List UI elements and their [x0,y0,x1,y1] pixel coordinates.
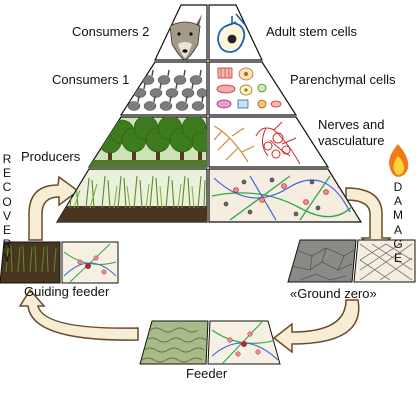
pyramid-level-1 [155,5,262,60]
label-recovery-letter-1: E [1,166,13,180]
feeder-slab [140,321,280,364]
label-feeder: Feeder [186,366,227,381]
label-consumers-2: Consumers 2 [72,24,149,39]
label-nerves-and-vasculature: Nerves and vasculature [318,117,408,149]
pyramid-level-3 [89,116,328,167]
label-producers: Producers [21,149,80,164]
label-damage-letter-3: A [392,223,404,237]
label-recovery-letter-2: C [1,180,13,194]
pyramid-level-2 [121,62,296,115]
label-recovery-letter-6: R [1,237,13,251]
to-feeder-arrow [274,300,359,352]
guiding-feeder-slab [0,242,118,283]
label-adult-stem-cells: Adult stem cells [266,24,357,39]
label-damage-letter-4: G [392,237,404,251]
label-parenchymal-cells: Parenchymal cells [290,72,396,87]
label-recovery-letter-0: R [1,152,13,166]
label-guiding-feeder: Guiding feeder [24,284,109,299]
pyramid-level-4 [57,169,361,222]
label-consumers-1: Consumers 1 [52,72,129,87]
label-recovery-letter-3: O [1,195,13,209]
label-recovery-letter-4: V [1,209,13,223]
label-ground-zero: «Ground zero» [290,286,377,301]
label-recovery-letter-5: E [1,223,13,237]
label-damage-letter-0: D [392,180,404,194]
label-recovery-letter-7: Y [1,251,13,265]
label-damage-letter-1: A [392,194,404,208]
label-damage-letter-5: E [392,251,404,265]
label-damage-letter-2: M [392,208,404,222]
